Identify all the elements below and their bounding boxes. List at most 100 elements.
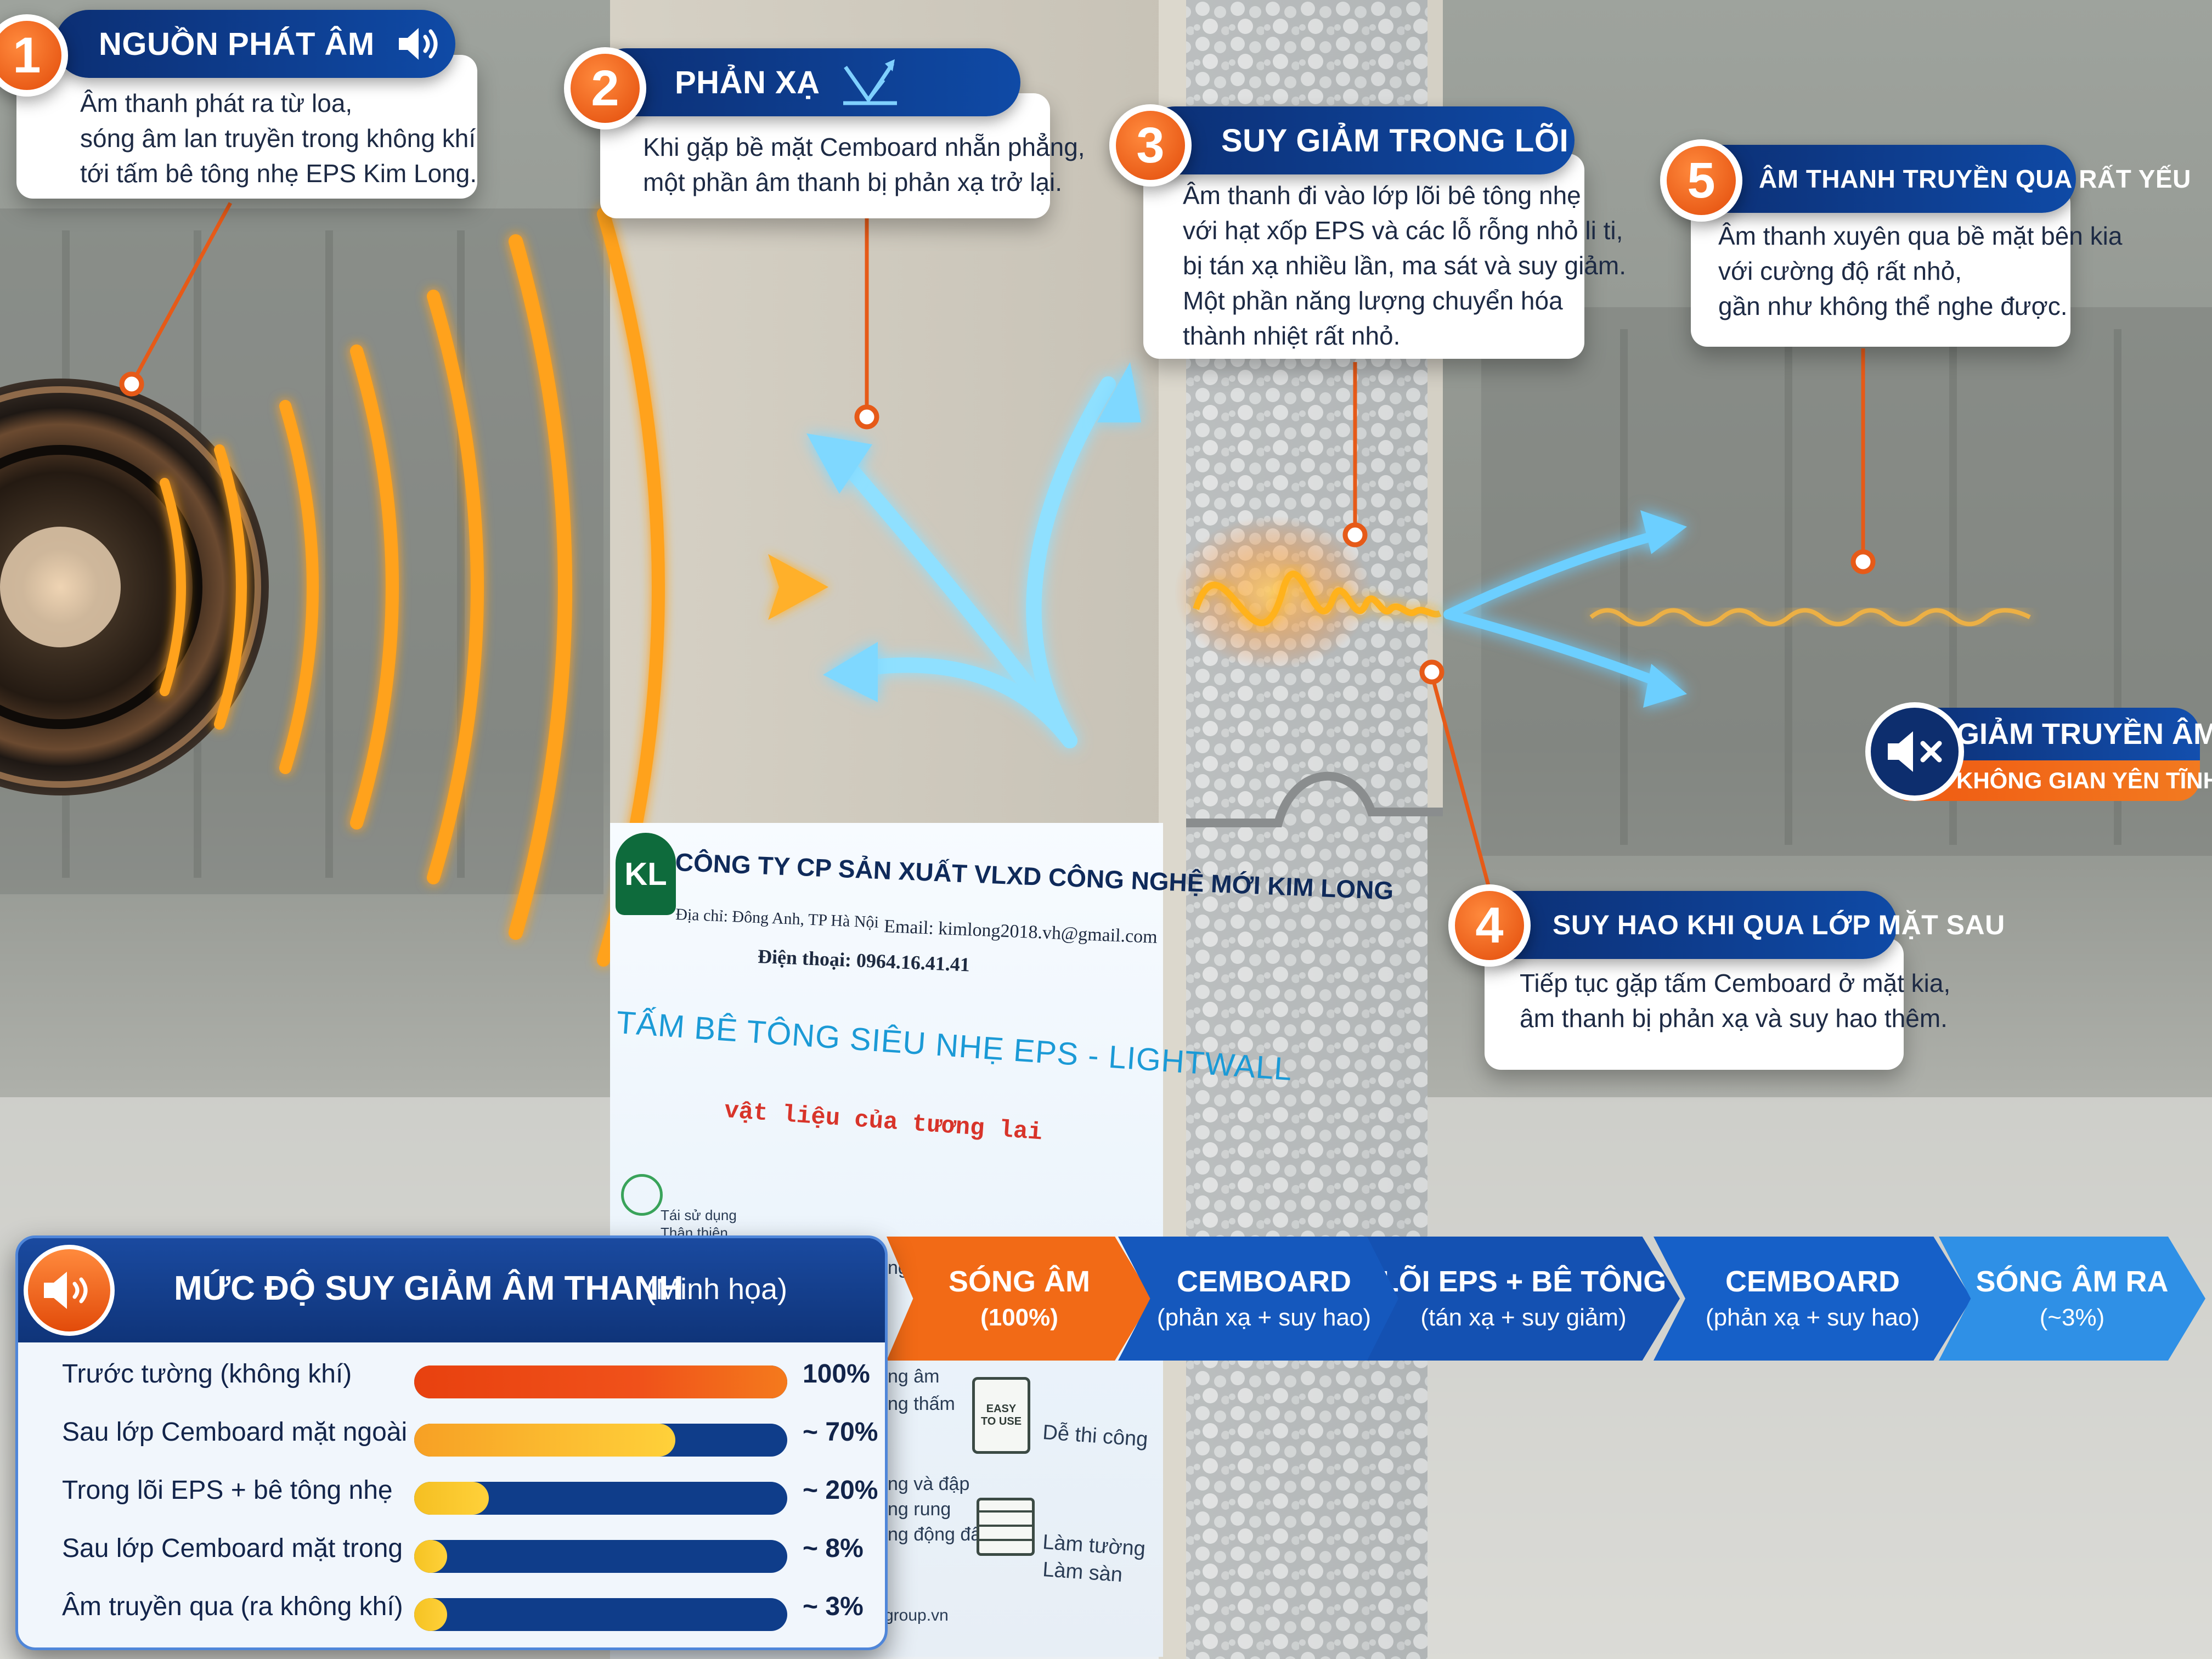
callout-4-number: 4: [1475, 897, 1504, 953]
flow-step-3-sub: (tán xạ + suy giảm): [1420, 1304, 1627, 1331]
row-fill: [414, 1365, 787, 1398]
row-value: ~ 70%: [803, 1418, 878, 1447]
callout-2-title: PHẢN XẠ: [675, 64, 820, 100]
sound-wave-arrowhead: [768, 554, 828, 620]
callout-1-title: NGUỒN PHÁT ÂM: [99, 26, 375, 62]
row-fill: [414, 1540, 447, 1573]
transmitted-arrows: [1443, 527, 1673, 691]
attenuation-row: Sau lớp Cemboard mặt trong ~ 8%: [18, 1521, 885, 1579]
label-fragment: ng rung: [888, 1499, 951, 1520]
feature-floor: Làm sàn: [1042, 1558, 1124, 1587]
flow-step-3: LÕI EPS + BÊ TÔNG (tán xạ + suy giảm): [1367, 1237, 1680, 1361]
callout-3-line: Một phần năng lượng chuyển hóa: [1183, 286, 1563, 315]
volume-icon: [398, 28, 438, 60]
company-phone: Điện thoại: 0964.16.41.41: [757, 945, 970, 976]
callout-4-line: âm thanh bị phản xạ và suy hao thêm.: [1520, 1004, 1948, 1032]
speaker-mute-icon: [24, 1245, 115, 1336]
flow-step-5-sub: (~3%): [2039, 1304, 2105, 1331]
flow-step-5-title: SÓNG ÂM RA: [1976, 1265, 2169, 1298]
flow-step-1: SÓNG ÂM (100%): [887, 1237, 1152, 1361]
row-value: ~ 3%: [803, 1592, 864, 1621]
feature-reuse: Tái sử dụng: [661, 1207, 737, 1223]
row-track: [414, 1365, 787, 1398]
attenuation-subtitle: (Minh họa): [646, 1273, 788, 1306]
speaker-icon: [0, 379, 269, 795]
attenuation-header: MỨC ĐỘ SUY GIẢM ÂM THANH (Minh họa): [18, 1238, 885, 1344]
callout-4-header: SUY HAO KHI QUA LỚP MẶT SAU: [1481, 891, 2005, 959]
callout-4-title: SUY HAO KHI QUA LỚP MẶT SAU: [1553, 910, 2005, 940]
attenuation-row: Trước tường (không khí) 100%: [18, 1347, 885, 1405]
row-track: [414, 1540, 787, 1573]
result-badge-top: GIẢM TRUYỀN ÂM: [1898, 708, 2212, 760]
logo: KL: [616, 833, 676, 915]
reflect-icon: [843, 59, 897, 105]
row-fill: [414, 1482, 489, 1515]
callout-2-line: một phần âm thanh bị phản xạ trở lại.: [643, 168, 1063, 196]
attenuation-row: Trong lõi EPS + bê tông nhẹ ~ 20%: [18, 1463, 885, 1521]
row-label: Sau lớp Cemboard mặt ngoài: [62, 1418, 408, 1447]
callout-5-line: gần như không thể nghe được.: [1718, 292, 2068, 320]
company-address: Địa chỉ: Đông Anh, TP Hà Nội: [675, 905, 879, 932]
callout-2-header: PHẢN XẠ: [592, 48, 1020, 116]
callout-1-badge: 1: [0, 14, 68, 97]
callout-3-header: SUY GIẢM TRONG LÕI: [1141, 106, 1575, 174]
attenuation-row: Sau lớp Cemboard mặt ngoài ~ 70%: [18, 1405, 885, 1463]
callout-4-card: Tiếp tục gặp tấm Cemboard ở mặt kia, âm …: [1485, 938, 1950, 1070]
row-fill: [414, 1598, 447, 1631]
callout-3-badge: 3: [1109, 104, 1192, 187]
result-line-2: KHÔNG GIAN YÊN TĨNH: [1956, 768, 2212, 793]
callout-5-title: ÂM THANH TRUYỀN QUA RẤT YẾU: [1759, 165, 2191, 193]
easy-to-use-stamp: EASY TO USE: [972, 1377, 1030, 1454]
attenuation-rows: Trước tường (không khí) 100% Sau lớp Cem…: [18, 1342, 885, 1647]
callout-3-line: với hạt xốp EPS và các lỗ rỗng nhỏ li ti…: [1183, 216, 1623, 245]
flow-step-4-sub: (phản xạ + suy hao): [1705, 1304, 1920, 1331]
feature-easy-install: Dễ thi công: [1042, 1421, 1149, 1452]
callout-5-card: Âm thanh xuyên qua bề mặt bên kia với cư…: [1691, 187, 2122, 347]
callout-5-number: 5: [1687, 152, 1716, 208]
mute-icon: [1865, 702, 1964, 801]
callout-1-line: sóng âm lan truyền trong không khí: [80, 124, 476, 153]
label-fragment: ng động đất: [888, 1524, 986, 1545]
callout-3-line: Âm thanh đi vào lớp lõi bê tông nhẹ: [1183, 181, 1581, 210]
feature-reuse-icon: [621, 1174, 663, 1216]
easy-stamp-line2: TO USE: [980, 1415, 1022, 1427]
callout-3-number: 3: [1136, 117, 1165, 173]
callout-5-header: ÂM THANH TRUYỀN QUA RẤT YẾU: [1688, 145, 2191, 213]
callout-3-line: bị tán xạ nhiều lần, ma sát và suy giảm.: [1183, 251, 1626, 280]
flow-step-1-sub: (100%): [980, 1304, 1058, 1331]
row-value: ~ 20%: [803, 1476, 878, 1505]
row-label: Trong lõi EPS + bê tông nhẹ: [62, 1476, 393, 1505]
tongue-and-groove-joint: [1186, 772, 1443, 827]
product-slogan: vật liệu của tương lai: [723, 1097, 1043, 1147]
callout-3-title: SUY GIẢM TRONG LÕI: [1221, 122, 1569, 159]
callout-1-header: NGUỒN PHÁT ÂM: [55, 10, 455, 78]
feature-wall: Làm tường: [1042, 1531, 1147, 1561]
row-track: [414, 1598, 787, 1631]
label-fragment: ng thấm: [888, 1393, 955, 1414]
attenuation-row: Âm truyền qua (ra không khí) ~ 3%: [18, 1579, 885, 1638]
logo-text: KL: [624, 856, 667, 892]
reflection-arrows: [826, 376, 1116, 748]
callout-2-badge: 2: [564, 47, 646, 129]
row-value: 100%: [803, 1359, 870, 1389]
brick-wall-icon: [977, 1498, 1035, 1556]
callout-2-number: 2: [591, 60, 619, 116]
attenuation-panel: MỨC ĐỘ SUY GIẢM ÂM THANH (Minh họa) Trướ…: [15, 1235, 888, 1650]
result-line-1: GIẢM TRUYỀN ÂM: [1956, 718, 2212, 751]
callout-1-line: tới tấm bê tông nhẹ EPS Kim Long.: [80, 159, 477, 188]
row-track: [414, 1482, 787, 1515]
callout-5-line: với cường độ rất nhỏ,: [1718, 257, 1962, 285]
label-fragment: ng âm: [888, 1366, 940, 1387]
callout-2-line: Khi gặp bề mặt Cemboard nhẵn phẳng,: [643, 133, 1085, 161]
result-badge: GIẢM TRUYỀN ÂM KHÔNG GIAN YÊN TĨNH: [1865, 702, 2212, 806]
weak-transmitted-wave: [1589, 608, 2031, 627]
reflection-arrowheads: [806, 362, 1141, 702]
row-label: Sau lớp Cemboard mặt trong: [62, 1534, 403, 1563]
core-glow: [1174, 516, 1372, 669]
flow-step-4: CEMBOARD (phản xạ + suy hao): [1654, 1237, 1972, 1361]
callout-3-line: thành nhiệt rất nhỏ.: [1183, 321, 1401, 350]
result-badge-bottom: KHÔNG GIAN YÊN TĨNH: [1898, 760, 2212, 801]
callout-3-card: Âm thanh đi vào lớp lõi bê tông nhẹ với …: [1143, 154, 1626, 359]
row-value: ~ 8%: [803, 1534, 864, 1563]
flow-step-2-title: CEMBOARD: [1177, 1265, 1351, 1298]
